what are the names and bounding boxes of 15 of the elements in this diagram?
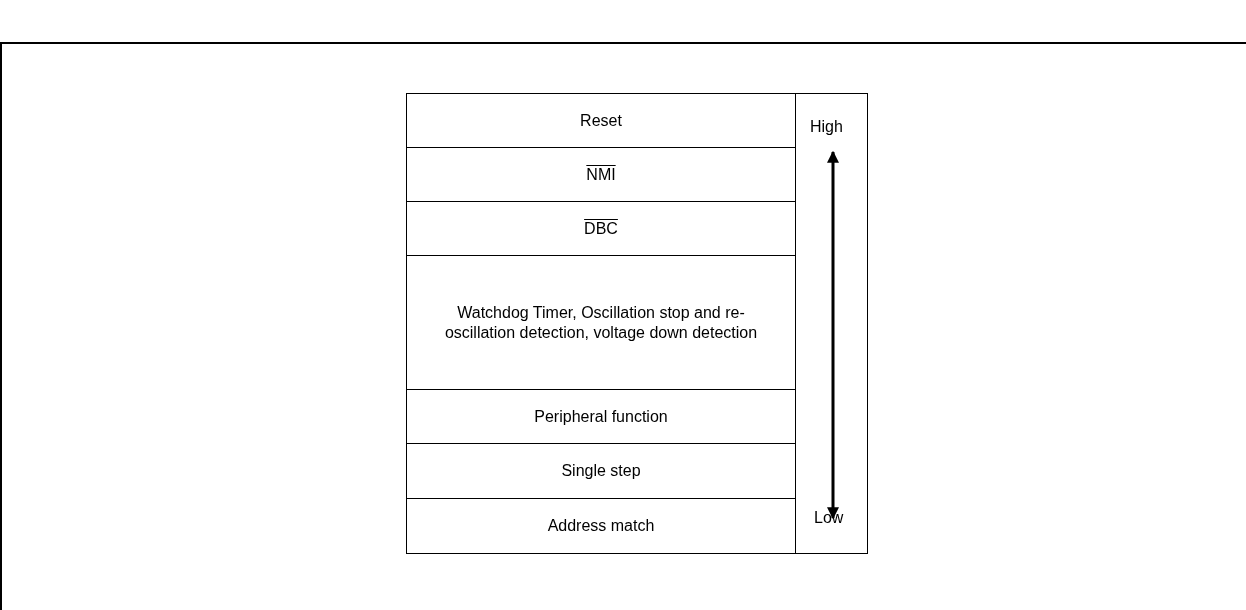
- table-row: [406, 389, 796, 444]
- table-row: [406, 443, 796, 499]
- interrupt-source: Single step: [561, 461, 641, 481]
- table-row: [406, 147, 796, 202]
- interrupt-source: NMI: [586, 164, 616, 185]
- table-row: [406, 255, 796, 390]
- interrupt-source: Watchdog Timer, Oscillation stop and re-oscillation detection, voltage down detection: [443, 302, 759, 343]
- interrupt-source: Reset: [580, 110, 622, 131]
- interrupt-source: Address match: [547, 516, 655, 536]
- table-row: [406, 201, 796, 256]
- interrupt-source: Peripheral function: [534, 406, 668, 427]
- priority-label: High: [810, 118, 843, 136]
- interrupt-source: DBC: [584, 218, 618, 239]
- table-row: [406, 93, 796, 148]
- table-row: [406, 498, 796, 554]
